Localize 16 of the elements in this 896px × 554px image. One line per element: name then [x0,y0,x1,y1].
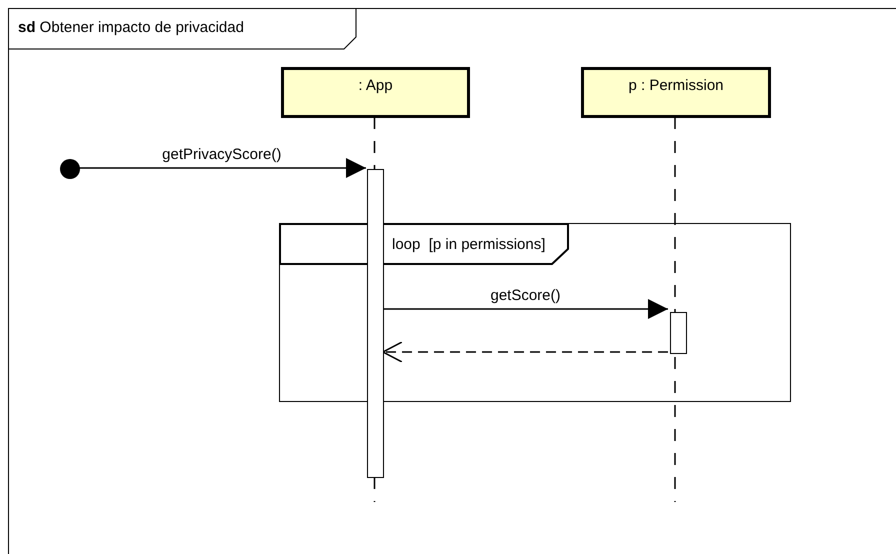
start-point [60,159,80,179]
loop-fragment [279,223,791,402]
lifeline-head [581,67,771,118]
message-label: getScore() [490,288,561,303]
participant-name: : App [358,78,393,93]
activation-bar [670,312,687,354]
message-arrow [79,158,366,178]
loop-guard: loop [p in permissions] [392,237,546,252]
lifeline-head [281,67,470,118]
message-label: getPrivacyScore() [162,147,282,162]
message-arrow [383,299,668,319]
return-message-arrow [382,341,668,363]
sequence-frame [8,8,896,554]
participant-name: p : Permission [628,78,724,93]
activation-bar [367,169,384,478]
frame-title: sd Obtener impacto de privacidad [18,20,244,35]
